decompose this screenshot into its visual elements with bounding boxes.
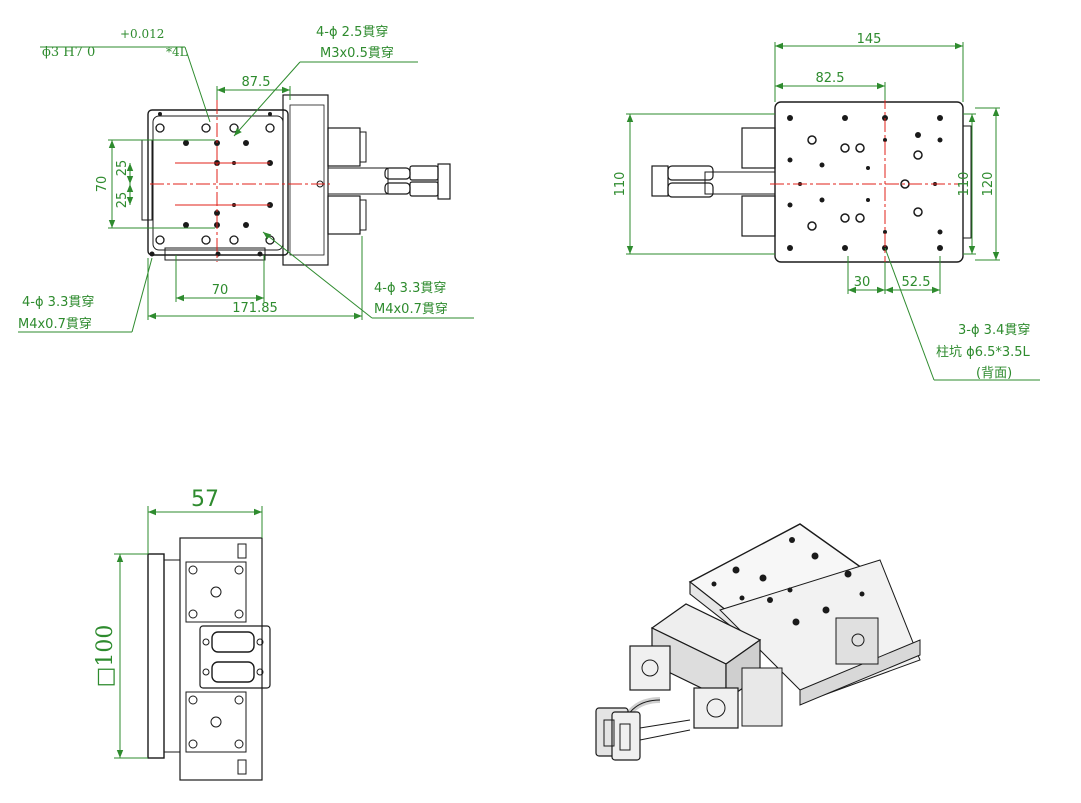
dim-120: 120 (981, 172, 996, 197)
hole-spec-depth: *4L (166, 45, 188, 59)
top-view-holes (149, 112, 324, 257)
dim-82-5: 82.5 (816, 71, 845, 86)
counterbore-depth: 柱坑 ϕ6.5*3.5L (936, 345, 1031, 360)
thru-3-3-left-label: 4-ϕ 3.3貫穿 (22, 294, 94, 310)
dim-87-5: 87.5 (242, 75, 271, 90)
hole-spec-fit: ϕ3 H7 0 (42, 45, 95, 60)
top-view-plate (147, 109, 289, 256)
thru-3-3-right-label: 4-ϕ 3.3貫穿 (374, 280, 446, 296)
dim-110-right: 110 (957, 172, 972, 197)
db9-connector-icon (384, 163, 451, 200)
top-view-centerlines (150, 100, 330, 262)
top-view: 87.5 70 25 25 70 171.85 +0.012 ϕ3 H7 0 *… (18, 24, 474, 333)
stepper-motor-icon (327, 127, 389, 235)
bottom-view-centerlines (770, 95, 960, 262)
dim-52-5: 52.5 (902, 275, 931, 290)
bottom-view: 145 82.5 110 110 120 30 52.5 3-ϕ 3.4貫穿 柱… (613, 32, 1040, 381)
dim-25-a: 25 (115, 160, 130, 177)
dim-70-vertical: 70 (95, 176, 110, 193)
thru-2-5-thread: M3x0.5貫穿 (320, 45, 394, 61)
dim-110-left: 110 (613, 172, 628, 197)
hole-spec-tolerance: +0.012 (120, 27, 164, 41)
dim-70-horizontal: 70 (212, 283, 229, 298)
bottom-view-holes (787, 115, 943, 251)
counterbore-side: (背面) (976, 366, 1012, 381)
side-view: 57 □100 (93, 487, 271, 781)
iso-view (595, 523, 921, 761)
counterbore-spec: 3-ϕ 3.4貫穿 (958, 322, 1030, 338)
dim-171-85: 171.85 (232, 301, 278, 316)
thru-2-5-label: 4-ϕ 2.5貫穿 (316, 24, 388, 40)
dim-100-square: □100 (93, 625, 118, 688)
dim-57: 57 (191, 487, 219, 512)
dim-145: 145 (857, 32, 882, 47)
thru-3-3-left-thread: M4x0.7貫穿 (18, 316, 92, 332)
bottom-view-plate (774, 101, 964, 263)
thru-3-3-right-thread: M4x0.7貫穿 (374, 301, 448, 317)
dim-25-b: 25 (115, 192, 130, 209)
dim-30: 30 (854, 275, 871, 290)
